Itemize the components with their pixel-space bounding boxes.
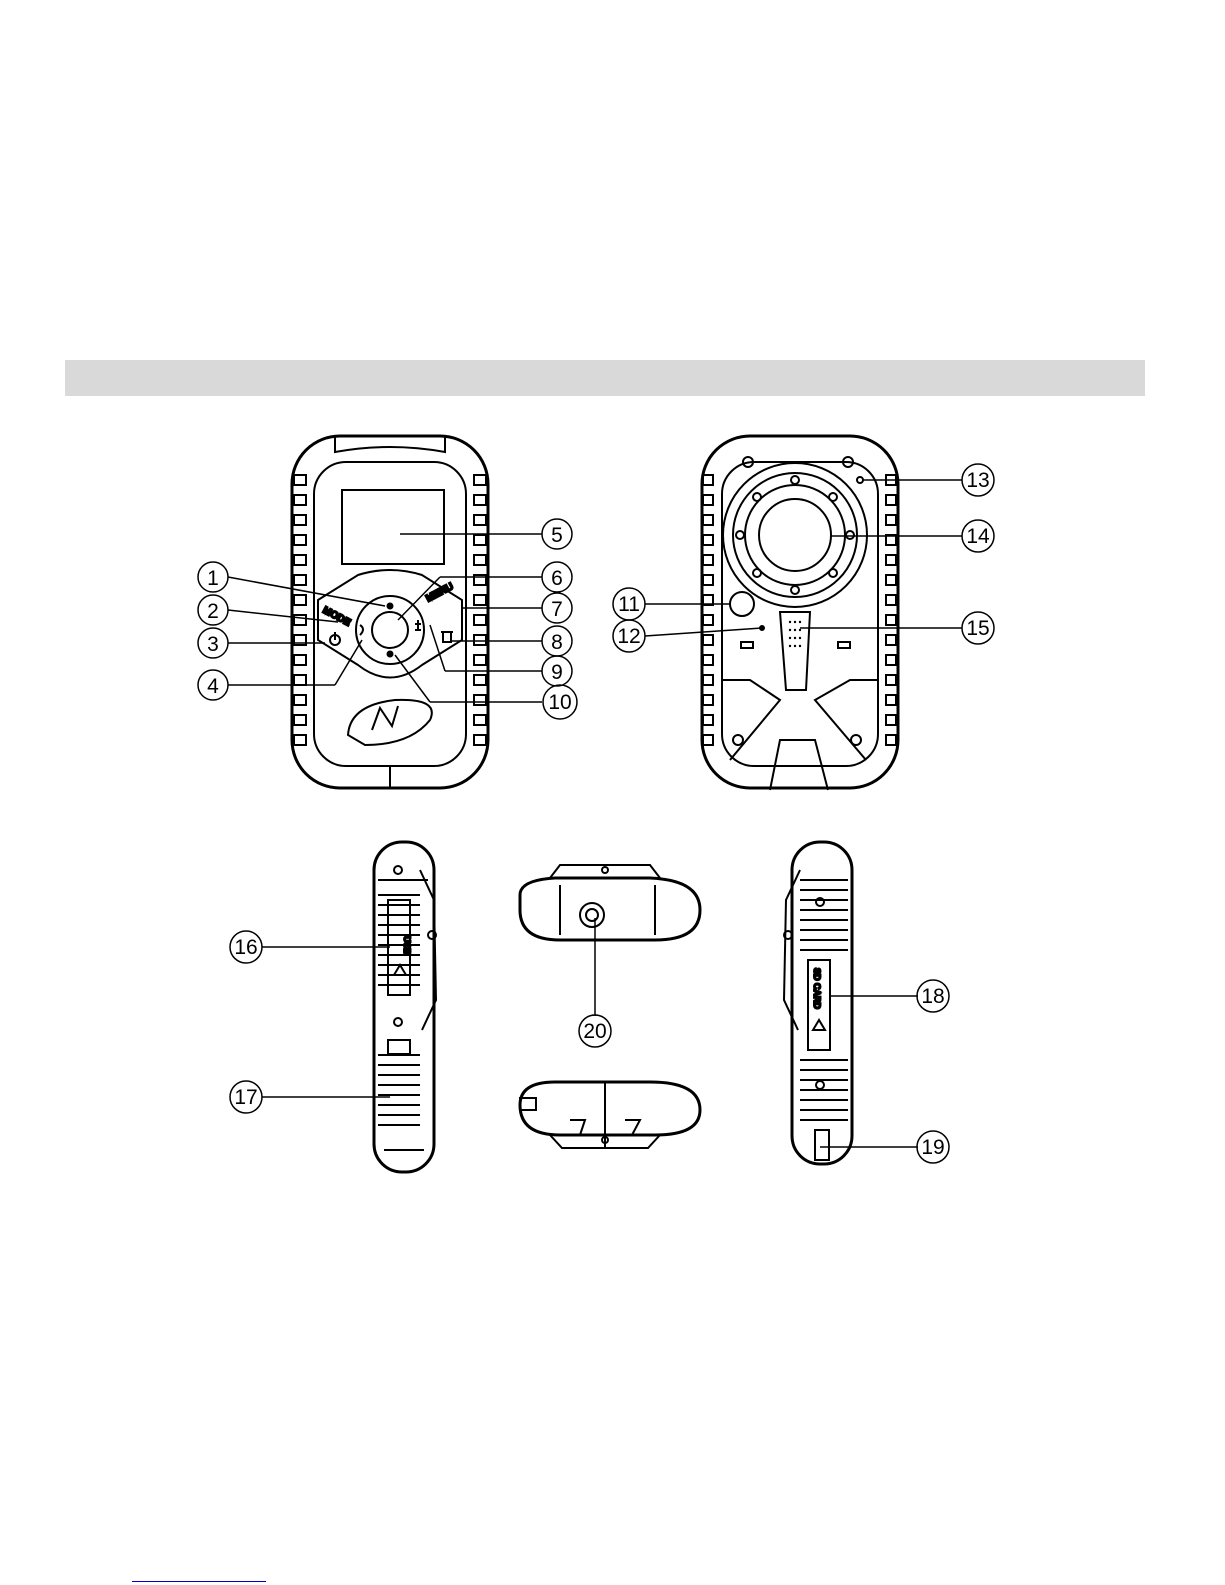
svg-text:10: 10 — [548, 691, 571, 714]
usb-label: USB — [402, 936, 412, 956]
callout-16: 16 — [230, 931, 262, 963]
lcd-screen — [342, 490, 444, 564]
callout-markers: 1 2 3 4 5 6 7 8 9 10 11 12 13 14 15 16 1… — [198, 464, 994, 1163]
svg-text:18: 18 — [921, 985, 944, 1008]
svg-text:20: 20 — [583, 1020, 606, 1043]
footer-link-underline — [132, 1581, 266, 1582]
callout-2: 2 — [198, 595, 228, 625]
sd-card-label: SD CARD — [812, 968, 822, 1010]
svg-text:14: 14 — [966, 525, 990, 548]
tripod-socket — [580, 903, 604, 927]
callout-20: 20 — [579, 1015, 611, 1047]
callout-9: 9 — [542, 656, 572, 686]
svg-text:11: 11 — [618, 593, 640, 616]
left-side-grip — [378, 895, 420, 1125]
voice-icon — [360, 625, 363, 635]
speaker — [780, 612, 810, 690]
callout-13: 13 — [962, 464, 994, 496]
callout-1: 1 — [198, 562, 228, 592]
callout-18: 18 — [917, 980, 949, 1012]
svg-text:17: 17 — [234, 1086, 257, 1109]
svg-text:7: 7 — [551, 598, 563, 621]
front-right-grip — [474, 475, 486, 745]
callout-7: 7 — [542, 593, 572, 623]
svg-text:3: 3 — [207, 633, 219, 656]
callout-6: 6 — [542, 562, 572, 592]
bottom-view — [520, 1082, 700, 1148]
back-view — [702, 436, 898, 790]
svg-text:5: 5 — [551, 524, 563, 547]
svg-text:6: 6 — [551, 567, 563, 590]
flash-light — [730, 592, 754, 616]
callout-8: 8 — [542, 626, 572, 656]
left-side-view — [374, 842, 436, 1172]
front-left-grip — [294, 475, 306, 745]
light-icon — [415, 620, 421, 630]
callout-11: 11 — [613, 588, 645, 620]
svg-text:15: 15 — [966, 617, 989, 640]
callout-17: 17 — [230, 1081, 262, 1113]
callout-19: 19 — [917, 1131, 949, 1163]
callout-4: 4 — [198, 670, 228, 700]
callout-3: 3 — [198, 628, 228, 658]
ok-button — [372, 612, 408, 648]
mode-label: MODE — [321, 605, 353, 629]
svg-text:16: 16 — [234, 936, 257, 959]
back-right-grip — [886, 475, 896, 745]
svg-text:19: 19 — [921, 1136, 944, 1159]
strap-hole — [815, 1130, 829, 1160]
camera-lens — [759, 499, 831, 571]
svg-text:9: 9 — [551, 661, 563, 684]
svg-text:8: 8 — [551, 631, 563, 654]
callout-14: 14 — [962, 520, 994, 552]
callout-12: 12 — [613, 620, 645, 652]
callout-10: 10 — [543, 685, 577, 719]
svg-text:4: 4 — [207, 675, 219, 698]
menu-label: MENU — [424, 581, 455, 605]
callout-5: 5 — [542, 519, 572, 549]
svg-text:1: 1 — [207, 567, 219, 590]
delete-icon — [443, 632, 451, 642]
svg-text:12: 12 — [617, 625, 640, 648]
back-left-grip — [703, 475, 713, 745]
callout-15: 15 — [962, 612, 994, 644]
svg-text:2: 2 — [207, 600, 219, 623]
top-view — [520, 865, 700, 940]
svg-text:13: 13 — [966, 469, 989, 492]
